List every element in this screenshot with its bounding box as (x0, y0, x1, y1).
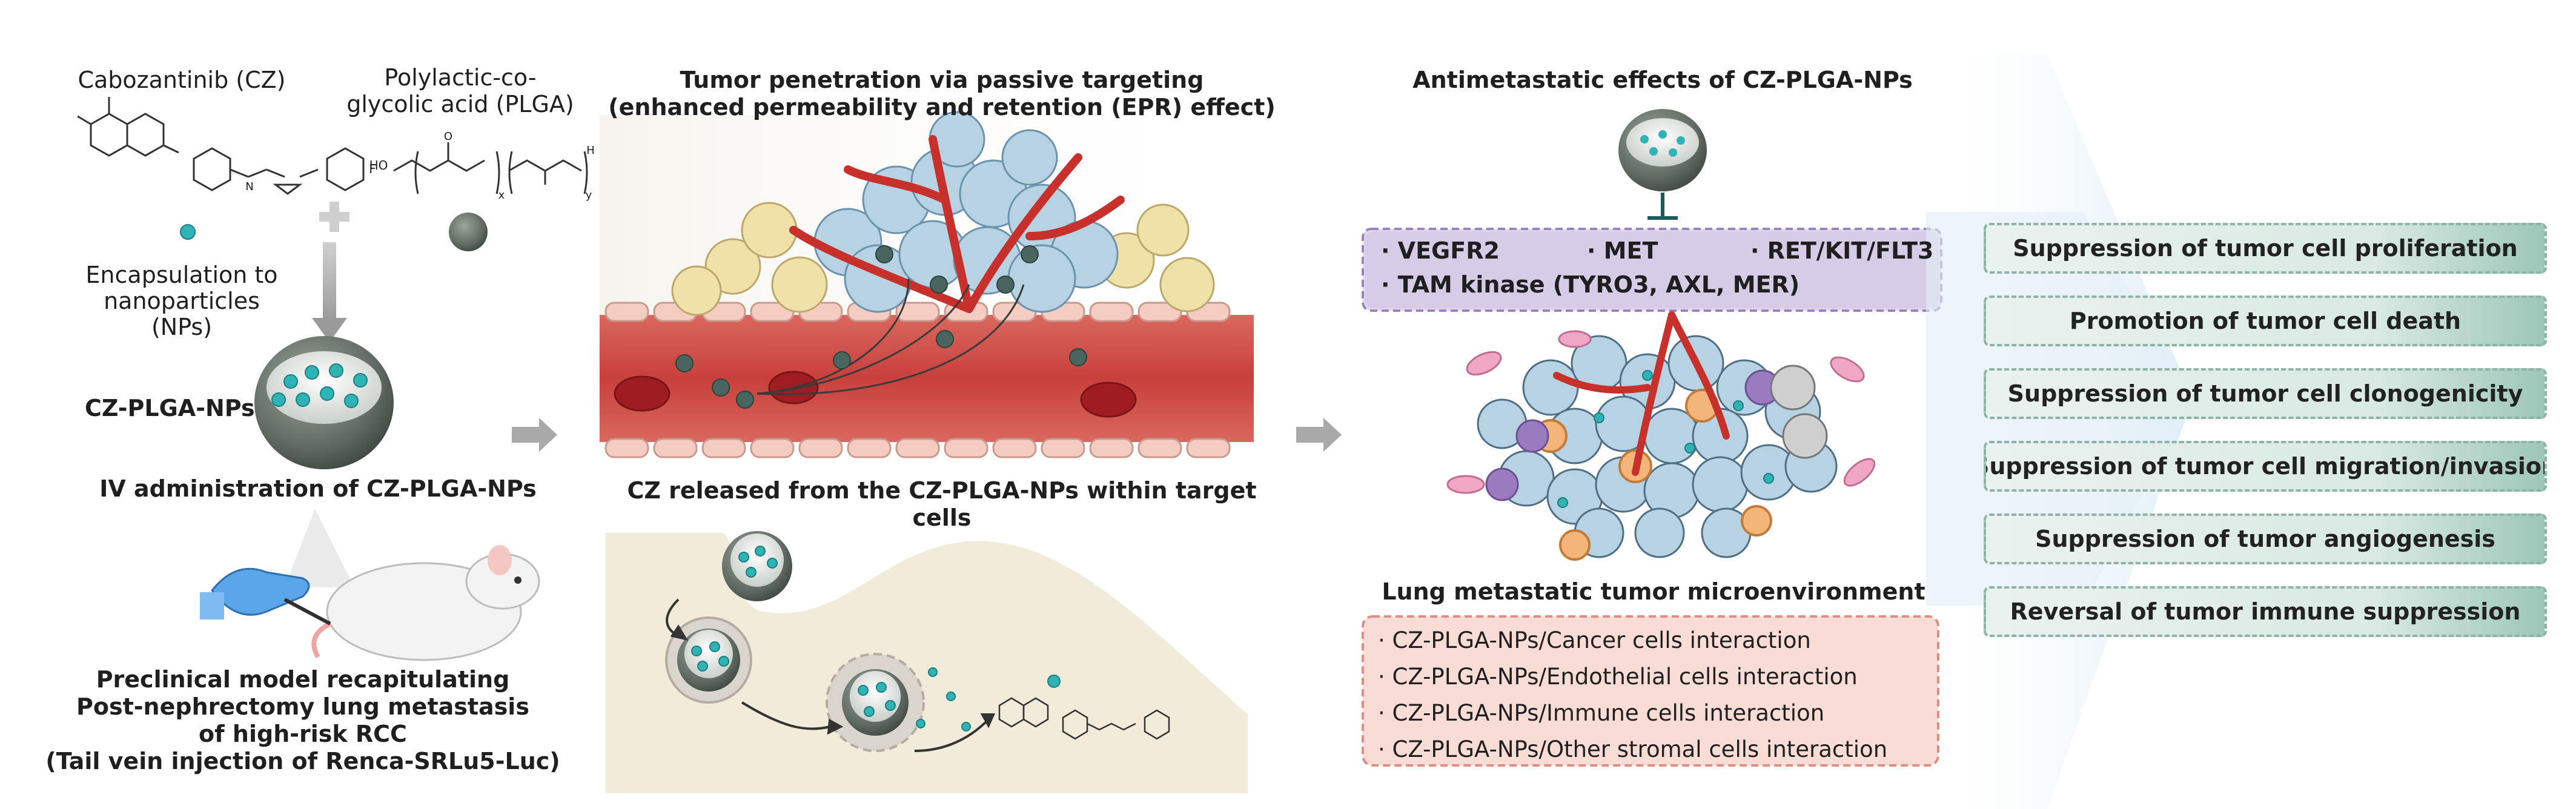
chem-x-label: x (498, 189, 505, 202)
interaction-item: · CZ-PLGA-NPs/Immune cells interaction (1378, 700, 1825, 726)
model-line4: (Tail vein injection of Renca-SRLu5-Luc) (45, 748, 560, 774)
target-tam: · TAM kinase (TYRO3, AXL, MER) (1381, 271, 1800, 298)
arrow-right-icon-2 (1296, 418, 1342, 452)
met-label: MET (1603, 237, 1658, 264)
iv-administration-label: IV administration of CZ-PLGA-NPs (99, 475, 537, 502)
plga-label-line2: glycolic acid (PLGA) (346, 91, 574, 117)
chem-ho-label: HO (369, 158, 388, 173)
blood-vessel (600, 315, 1254, 442)
encapsulation-label-3: (NPs) (151, 314, 213, 340)
chem-h-label: H (586, 144, 595, 157)
nanoparticle-panel3 (1618, 109, 1707, 191)
injection-beam (285, 509, 354, 587)
target-vegfr2: · VEGFR2 (1381, 237, 1500, 264)
mouse-illustration (311, 545, 540, 661)
inhibition-icon (1647, 193, 1678, 220)
effect-immune-suppression: Reversal of tumor immune suppression (1984, 586, 2547, 637)
interaction-item: · CZ-PLGA-NPs/Endothelial cells interact… (1378, 664, 1858, 690)
chem-o-label: O (443, 130, 453, 143)
arrow-right-icon-1 (512, 418, 557, 452)
epr-title-line1: Tumor penetration via passive targeting (680, 67, 1204, 93)
tme-immune-cells (1485, 365, 1828, 561)
encapsulation-label-1: Encapsulation to (85, 262, 278, 288)
degrading-nanoparticle (826, 653, 925, 752)
effect-proliferation: Suppression of tumor cell proliferation (1984, 223, 2547, 274)
tumor-angiogenic-vessels (789, 135, 1125, 313)
target-met: · MET (1587, 237, 1658, 264)
plga-structure (393, 142, 588, 194)
model-line1: Preclinical model recapitulating (96, 666, 510, 693)
interactions-list: · CZ-PLGA-NPs/Cancer cells interaction ·… (1378, 622, 1887, 768)
tme-cancer-cells (1477, 335, 1838, 558)
antimetastatic-title: Antimetastatic effects of CZ-PLGA-NPs (1412, 67, 1913, 93)
syringe (283, 598, 331, 626)
plus-icon (319, 202, 349, 232)
model-line2: Post-nephrectomy lung metastasis (76, 693, 529, 720)
effect-migration-invasion: Suppression of tumor cell migration/inva… (1984, 441, 2547, 492)
tme-nanoparticles (1557, 370, 1774, 508)
bullet: · (1381, 237, 1390, 264)
plga-label-line1: Polylactic-co- (384, 64, 537, 91)
inner-drug-dots (691, 546, 1061, 731)
vessel-endothelium-bottom (604, 438, 1231, 458)
release-arrows (666, 598, 996, 752)
drug-molecule-dot (180, 224, 196, 240)
vegfr2-label: VEGFR2 (1397, 237, 1500, 264)
epr-title-line2: (enhanced permeability and retention (EP… (608, 94, 1276, 121)
plga-sphere (449, 213, 488, 251)
model-line3: of high-risk RCC (199, 721, 407, 747)
chem-n-label: N (245, 180, 254, 193)
chem-y-label: y (585, 189, 592, 202)
gloved-hand (200, 567, 310, 619)
encapsulation-label-2: nanoparticles (104, 288, 260, 314)
interaction-item: · CZ-PLGA-NPs/Cancer cells interaction (1378, 627, 1811, 653)
nanoparticle-large-drug-dots (271, 363, 368, 408)
nanoparticles-circulating (675, 245, 1087, 409)
endosome-nanoparticle (665, 616, 752, 704)
ret-label: RET/KIT/FLT3 (1767, 237, 1934, 264)
effect-angiogenesis: Suppression of tumor angiogenesis (1984, 513, 2547, 564)
effect-cell-death: Promotion of tumor cell death (1984, 296, 2547, 346)
cabozantinib-structure (77, 97, 365, 195)
chem-f-label: F (369, 162, 376, 176)
tme-stromal-cells (1446, 330, 1876, 494)
down-arrow-icon (312, 242, 347, 342)
bullet: · (1587, 237, 1596, 264)
tam-label: TAM kinase (TYRO3, AXL, MER) (1397, 271, 1800, 298)
bullet: · (1381, 271, 1390, 298)
cz-label: Cabozantinib (CZ) (78, 67, 286, 93)
released-cabozantinib-structure (998, 697, 1170, 740)
target-ret: · RET/KIT/FLT3 (1750, 237, 1933, 264)
release-label: CZ released from the CZ-PLGA-NPs within … (627, 477, 1257, 531)
effect-clonogenicity: Suppression of tumor cell clonogenicity (1984, 368, 2547, 419)
microenvironment-label: Lung metastatic tumor microenvironment (1382, 578, 1925, 605)
np-label: CZ-PLGA-NPs (85, 395, 255, 421)
red-blood-cells (614, 371, 1137, 418)
nanoparticle-trajectories (757, 278, 1025, 395)
endocytosed-nanoparticle-1 (722, 531, 792, 601)
tme-vessels (1553, 311, 1730, 476)
interaction-item: · CZ-PLGA-NPs/Other stromal cells intera… (1378, 736, 1888, 762)
interactions-box (1362, 615, 1939, 767)
bullet: · (1750, 237, 1760, 264)
